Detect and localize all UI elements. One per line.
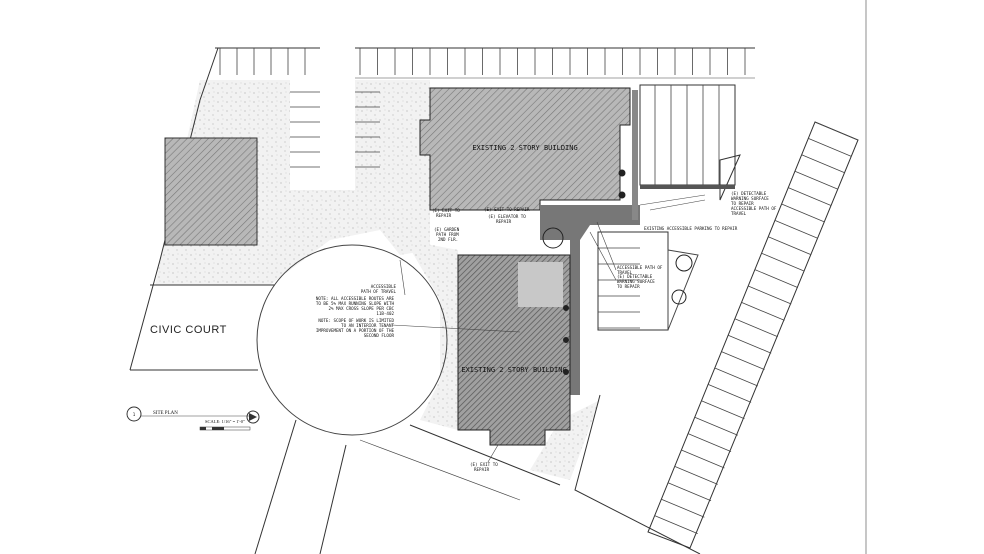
note-exit-west: (E) EXIT TO — [432, 208, 460, 213]
note-scope: NOTE: SCOPE OF WORK IS LIMITED — [318, 318, 394, 323]
stall-line — [774, 220, 819, 239]
note-exit-center: (E) EXIT TO REPAIR — [484, 207, 530, 212]
stall-line — [781, 203, 825, 223]
center-parking — [597, 231, 699, 331]
stall-line — [721, 351, 765, 370]
stall-line — [734, 318, 778, 338]
tree-icon — [671, 289, 687, 305]
stall-line — [667, 482, 712, 502]
detail-scale: SCALE: 1/16" = 1'-0" — [205, 419, 245, 424]
detail-number-bubble — [126, 406, 142, 422]
stall-line — [654, 515, 698, 534]
stall-line — [687, 433, 732, 452]
note-detectable-ne: (E) DETECTABLE — [731, 191, 767, 196]
shrub-icon — [618, 191, 626, 199]
stall-line — [754, 269, 799, 288]
note-accessible-path-center: ACCESSIBLE PATH OF — [617, 265, 663, 270]
side-parking — [290, 91, 380, 168]
stall-line — [701, 400, 745, 420]
note-exit-south: (E) EXIT TO — [470, 462, 498, 467]
stall-line — [788, 187, 832, 206]
tree-icon — [542, 227, 564, 249]
accessible-path — [540, 205, 640, 395]
shrub-icon — [563, 337, 569, 343]
leader-lines — [391, 194, 706, 463]
roads — [254, 394, 701, 554]
scale-bar — [199, 426, 251, 431]
note-elevator: (E) ELEVATOR TO — [488, 214, 526, 219]
building-north-label: EXISTING 2 STORY BUILDING — [472, 144, 577, 152]
ne-parking — [639, 84, 741, 201]
note-detectable-center: (E) DETECTABLE — [617, 274, 653, 279]
stall-line — [728, 334, 772, 354]
stall-line — [794, 170, 839, 190]
north-arrow-icon — [246, 410, 260, 424]
stall-line — [801, 154, 845, 174]
tree-icon — [675, 254, 693, 272]
shrub-icon — [618, 169, 626, 177]
note-accessible-path-ne: ACCESSIBLE PATH OF — [731, 206, 777, 211]
east-parking — [647, 121, 859, 549]
stall-line — [808, 138, 852, 157]
stall-line — [661, 498, 705, 518]
stall-line — [681, 449, 725, 469]
detail-number: 1 — [133, 412, 136, 417]
note-accessible-parking: EXISTING ACCESSIBLE PARKING TO REPAIR — [644, 226, 738, 231]
detail-title: SITE PLAN — [153, 411, 178, 416]
accessible-path-east — [632, 90, 638, 220]
shrub-icon — [563, 369, 569, 375]
tree-icons — [542, 169, 693, 375]
roof-area — [518, 262, 563, 307]
note-slope: NOTE: ALL ACCESSIBLE ROUTES ARE — [316, 296, 395, 301]
building-south-label: EXISTING 2 STORY BUILDING — [461, 366, 566, 374]
stall-line — [761, 252, 805, 272]
west-building — [164, 137, 258, 246]
stall-line — [741, 302, 785, 321]
title-block: 1 SITE PLAN SCALE: 1/16" = 1'-0" — [126, 406, 260, 431]
stall-line — [814, 121, 859, 141]
stall-line — [714, 367, 758, 387]
stall-line — [707, 384, 752, 403]
stall-line — [694, 416, 738, 436]
stall-line — [748, 285, 792, 305]
top-parking — [215, 47, 755, 79]
stall-line — [768, 236, 812, 256]
stall-line — [674, 466, 718, 485]
civic-court-circle — [256, 244, 448, 436]
civic-court-label: CIVIC COURT — [150, 324, 227, 336]
note-garden-path: (E) GARDEN — [434, 227, 460, 232]
shrub-icon — [563, 305, 569, 311]
note-accessible-path-west: ACCESSIBLE — [371, 284, 397, 289]
